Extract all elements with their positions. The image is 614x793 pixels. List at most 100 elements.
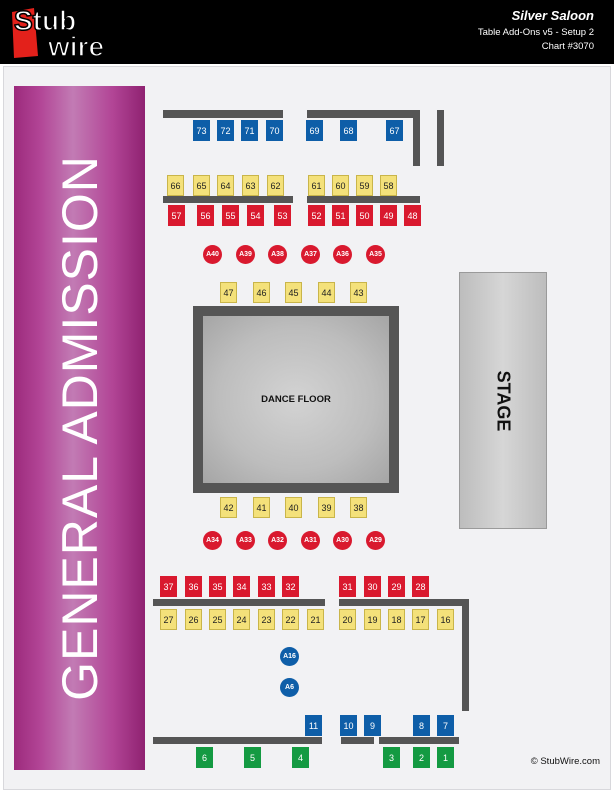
table-72[interactable]: 72 [217,120,234,141]
table-53[interactable]: 53 [274,205,291,226]
table-26[interactable]: 26 [185,609,202,630]
table-61[interactable]: 61 [308,175,325,196]
table-7[interactable]: 7 [437,715,454,736]
table-48[interactable]: 48 [404,205,421,226]
table-47[interactable]: 47 [220,282,237,303]
add-on-A16[interactable]: A16 [280,647,299,666]
table-67[interactable]: 67 [386,120,403,141]
table-38[interactable]: 38 [350,497,367,518]
table-40[interactable]: 40 [285,497,302,518]
table-33[interactable]: 33 [258,576,275,597]
table-66[interactable]: 66 [167,175,184,196]
table-22[interactable]: 22 [282,609,299,630]
table-70[interactable]: 70 [266,120,283,141]
table-30[interactable]: 30 [364,576,381,597]
table-34[interactable]: 34 [233,576,250,597]
add-on-A34[interactable]: A34 [203,531,222,550]
table-68[interactable]: 68 [340,120,357,141]
table-45[interactable]: 45 [285,282,302,303]
table-73[interactable]: 73 [193,120,210,141]
wall-lower-right-vertical [462,599,469,711]
svg-text:Stub: Stub [14,5,76,36]
setup-label: Table Add-Ons v5 - Setup 2 [477,27,594,38]
wall-upper-left [163,196,293,203]
table-37[interactable]: 37 [160,576,177,597]
table-50[interactable]: 50 [356,205,373,226]
table-62[interactable]: 62 [267,175,284,196]
wall-top-right [307,110,419,118]
table-3[interactable]: 3 [383,747,400,768]
table-49[interactable]: 49 [380,205,397,226]
general-admission-label: GENERAL ADMISSION [51,155,108,701]
add-on-A40[interactable]: A40 [203,245,222,264]
add-on-A31[interactable]: A31 [301,531,320,550]
add-on-A38[interactable]: A38 [268,245,287,264]
table-17[interactable]: 17 [412,609,429,630]
table-1[interactable]: 1 [437,747,454,768]
dance-floor: DANCE FLOOR [193,306,399,493]
table-24[interactable]: 24 [233,609,250,630]
table-59[interactable]: 59 [356,175,373,196]
table-9[interactable]: 9 [364,715,381,736]
wall-bottom-right [379,737,459,744]
table-39[interactable]: 39 [318,497,335,518]
chart-number: Chart #3070 [541,41,594,52]
table-65[interactable]: 65 [193,175,210,196]
add-on-A37[interactable]: A37 [301,245,320,264]
add-on-A33[interactable]: A33 [236,531,255,550]
table-16[interactable]: 16 [437,609,454,630]
table-27[interactable]: 27 [160,609,177,630]
add-on-A29[interactable]: A29 [366,531,385,550]
add-on-A32[interactable]: A32 [268,531,287,550]
table-52[interactable]: 52 [308,205,325,226]
table-6[interactable]: 6 [196,747,213,768]
table-58[interactable]: 58 [380,175,397,196]
table-71[interactable]: 71 [241,120,258,141]
add-on-A30[interactable]: A30 [333,531,352,550]
table-56[interactable]: 56 [197,205,214,226]
table-60[interactable]: 60 [332,175,349,196]
table-8[interactable]: 8 [413,715,430,736]
wall-top-right-vertical [413,110,420,166]
table-41[interactable]: 41 [253,497,270,518]
table-51[interactable]: 51 [332,205,349,226]
general-admission-area[interactable]: GENERAL ADMISSION [14,86,145,770]
table-36[interactable]: 36 [185,576,202,597]
stage: STAGE [459,272,547,529]
table-44[interactable]: 44 [318,282,335,303]
table-25[interactable]: 25 [209,609,226,630]
table-42[interactable]: 42 [220,497,237,518]
table-63[interactable]: 63 [242,175,259,196]
table-20[interactable]: 20 [339,609,356,630]
table-19[interactable]: 19 [364,609,381,630]
table-35[interactable]: 35 [209,576,226,597]
table-4[interactable]: 4 [292,747,309,768]
table-57[interactable]: 57 [168,205,185,226]
table-64[interactable]: 64 [217,175,234,196]
table-55[interactable]: 55 [222,205,239,226]
stubwire-logo: Stub wire [12,4,105,62]
table-29[interactable]: 29 [388,576,405,597]
table-32[interactable]: 32 [282,576,299,597]
table-54[interactable]: 54 [247,205,264,226]
add-on-A39[interactable]: A39 [236,245,255,264]
table-18[interactable]: 18 [388,609,405,630]
table-5[interactable]: 5 [244,747,261,768]
table-21[interactable]: 21 [307,609,324,630]
table-46[interactable]: 46 [253,282,270,303]
venue-name: Silver Saloon [511,8,594,23]
add-on-A35[interactable]: A35 [366,245,385,264]
table-2[interactable]: 2 [413,747,430,768]
table-11[interactable]: 11 [305,715,322,736]
wall-bottom-left [153,737,322,744]
table-31[interactable]: 31 [339,576,356,597]
table-23[interactable]: 23 [258,609,275,630]
table-69[interactable]: 69 [306,120,323,141]
table-28[interactable]: 28 [412,576,429,597]
table-43[interactable]: 43 [350,282,367,303]
wall-upper-right [307,196,420,203]
dance-floor-label: DANCE FLOOR [203,316,389,483]
add-on-A36[interactable]: A36 [333,245,352,264]
add-on-A6[interactable]: A6 [280,678,299,697]
table-10[interactable]: 10 [340,715,357,736]
